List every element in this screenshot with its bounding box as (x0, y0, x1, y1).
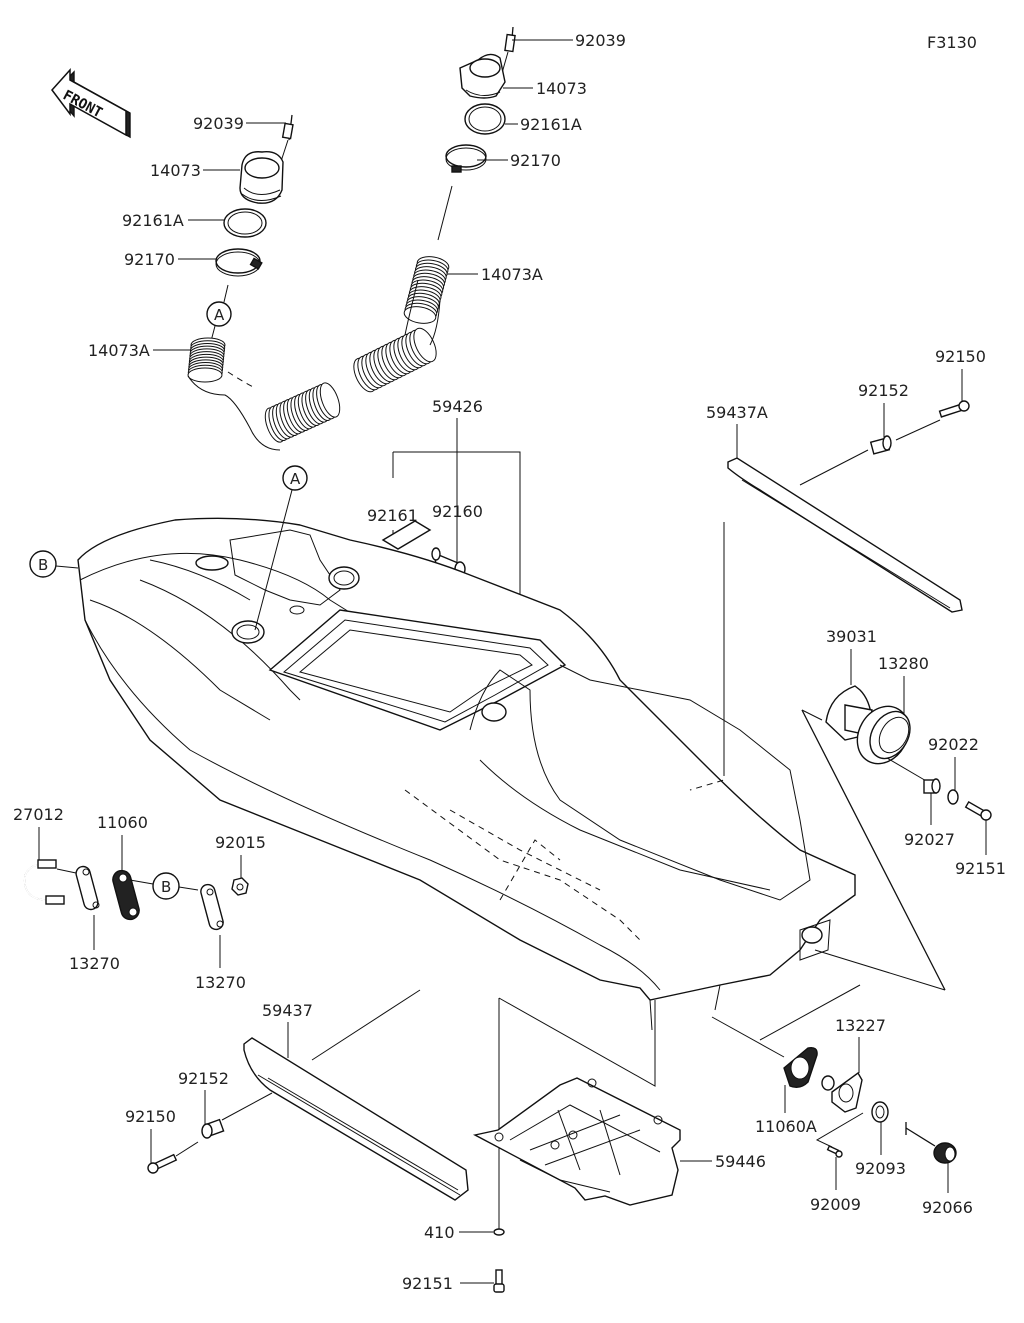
part-label-92170-left[interactable]: 92170 (124, 250, 175, 269)
hose-14073a-right-icon (353, 256, 450, 393)
part-label-13270-left[interactable]: 13270 (69, 954, 120, 973)
washer-92093-icon (871, 1101, 889, 1123)
drain-group: 11060A 13227 92093 92009 92066 (711, 949, 973, 1217)
part-label-92170-right[interactable]: 92170 (510, 151, 561, 170)
part-label-13270-right[interactable]: 13270 (195, 973, 246, 992)
part-label-92093[interactable]: 92093 (855, 1159, 906, 1178)
gasket-11060a-icon (783, 1046, 818, 1089)
cover-holder-group: 39031 13280 92027 92022 92151 (801, 627, 1006, 991)
ref-marker-b-hull-text: B (38, 556, 48, 574)
washer-92022-icon (947, 789, 959, 805)
part-label-92150-left[interactable]: 92150 (125, 1107, 176, 1126)
part-label-92022[interactable]: 92022 (928, 735, 979, 754)
part-label-14073a-left[interactable]: 14073A (88, 341, 150, 360)
part-label-92151-bottom[interactable]: 92151 (402, 1274, 453, 1293)
ref-marker-a-left-text: A (214, 306, 225, 324)
plate-13270-right-icon (200, 883, 224, 931)
plate-cover-group: 59446 410 92151 (402, 997, 766, 1293)
duct-14073-left-icon (239, 151, 284, 204)
hose-ring (403, 306, 437, 324)
holder-13280-icon (856, 705, 911, 765)
bolt-92151-bottom-icon (493, 1269, 505, 1293)
plug-92066-icon (905, 1122, 957, 1164)
part-label-92039-right[interactable]: 92039 (575, 31, 626, 50)
sponson-59437-icon (243, 1037, 469, 1201)
part-label-59437[interactable]: 59437 (262, 1001, 313, 1020)
duct-14073-right-icon (459, 53, 506, 99)
plate-13270-left-icon (75, 865, 99, 911)
right-duct-group: 92039 14073 92161A 92170 14073A (353, 26, 626, 393)
part-label-39031[interactable]: 39031 (826, 627, 877, 646)
part-label-59446[interactable]: 59446 (715, 1152, 766, 1171)
part-label-14073-left[interactable]: 14073 (150, 161, 201, 180)
cooling-group: 27012 13270 11060 B 13270 92015 (13, 805, 266, 992)
hose-14073a-left-icon (187, 337, 341, 452)
part-label-92161[interactable]: 92161 (367, 506, 418, 525)
left-sponson-group: 59437 92152 92150 (125, 989, 469, 1201)
bolt-92150-left-icon (147, 1153, 178, 1174)
washer-410-icon (493, 1228, 505, 1236)
part-label-13227[interactable]: 13227 (835, 1016, 886, 1035)
part-label-27012[interactable]: 27012 (13, 805, 64, 824)
part-label-92161a-left[interactable]: 92161A (122, 211, 184, 230)
collar-92027-icon (923, 778, 941, 794)
front-arrow-icon: FRONT (51, 68, 131, 139)
part-label-92161a-right[interactable]: 92161A (520, 115, 582, 134)
seal-92161a-left-icon (223, 208, 267, 238)
plate-59446-icon (472, 1077, 681, 1206)
part-label-92027[interactable]: 92027 (904, 830, 955, 849)
fitting-13227-icon (821, 1071, 863, 1113)
part-label-14073-right[interactable]: 14073 (536, 79, 587, 98)
ref-marker-b-side-text: B (161, 878, 171, 896)
gasket-11060-icon (112, 869, 140, 921)
screw-92009-icon (826, 1145, 843, 1158)
pad-92161-icon (381, 520, 432, 550)
part-label-92160[interactable]: 92160 (432, 502, 483, 521)
left-duct-group: 92039 14073 92161A 92170 A (88, 114, 341, 452)
part-label-11060[interactable]: 11060 (97, 813, 148, 832)
ref-marker-a-hull (282, 465, 308, 491)
kit-59426-group: 59426 92161 92160 (367, 397, 521, 810)
collar-92152-right-icon (869, 435, 892, 455)
part-label-92009[interactable]: 92009 (810, 1195, 861, 1214)
cooling-hose-27012-icon (23, 859, 65, 905)
ref-marker-b-hull (29, 550, 57, 578)
part-label-14073a-right[interactable]: 14073A (481, 265, 543, 284)
right-sponson-group: 59437A 92152 92150 (706, 347, 986, 613)
part-label-92152-right[interactable]: 92152 (858, 381, 909, 400)
part-label-92152-left[interactable]: 92152 (178, 1069, 229, 1088)
hose-ring (319, 382, 341, 418)
hose-ring (413, 327, 437, 363)
part-label-92015[interactable]: 92015 (215, 833, 266, 852)
ref-marker-a-left (206, 301, 232, 327)
part-label-92150-right[interactable]: 92150 (935, 347, 986, 366)
part-label-410[interactable]: 410 (424, 1223, 455, 1242)
figure-code: F3130 (927, 33, 977, 52)
sponson-59437a-icon (727, 457, 963, 613)
part-label-92066[interactable]: 92066 (922, 1198, 973, 1217)
seal-92161a-right-icon (464, 103, 506, 135)
hose-ring (187, 367, 223, 383)
collar-92152-left-icon (201, 1118, 225, 1139)
part-label-11060a[interactable]: 11060A (755, 1117, 817, 1136)
nut-92015-icon (231, 877, 249, 896)
ref-marker-a-hull-text: A (290, 470, 301, 488)
hull-body (77, 517, 856, 1031)
part-label-59426[interactable]: 59426 (432, 397, 483, 416)
clamp-92170-right-icon (445, 144, 487, 173)
part-label-92151-right[interactable]: 92151 (955, 859, 1006, 878)
part-label-59437a[interactable]: 59437A (706, 403, 768, 422)
bolt-92150-right-icon (938, 400, 970, 418)
bolt-92151-right-icon (964, 800, 992, 821)
clamp-92170-left-icon (215, 248, 263, 277)
part-label-92039-left[interactable]: 92039 (193, 114, 244, 133)
part-label-13280[interactable]: 13280 (878, 654, 929, 673)
ref-marker-b-side (152, 872, 180, 900)
